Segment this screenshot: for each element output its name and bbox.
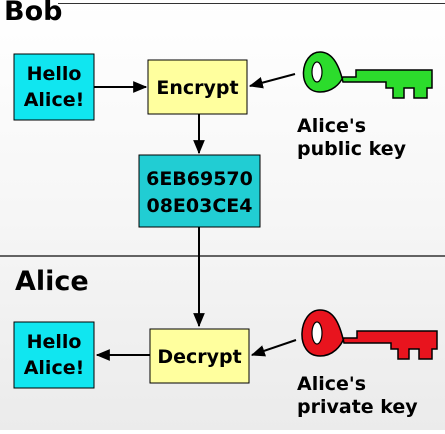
alice-plaintext-line-2: Alice! [24, 357, 85, 379]
private-key-icon [301, 309, 438, 360]
alice-section-title: Alice [15, 266, 89, 297]
public-key-label-line-2: public key [297, 138, 407, 160]
alice-plaintext-line-1: Hello [27, 331, 82, 353]
private-key-label-line-2: private key [297, 396, 418, 418]
public-key-label-line-1: Alice's [297, 115, 367, 137]
arrow-public-key-to-encrypt [248, 73, 296, 89]
public-key-label: Alice's public key [297, 115, 406, 161]
bob-plaintext-line-2: Alice! [24, 89, 85, 111]
bob-section-title: Bob [4, 0, 63, 27]
encrypt-box [147, 59, 248, 115]
alice-plaintext-box [13, 321, 95, 389]
public-key-icon [302, 51, 433, 99]
decrypt-label: Decrypt [157, 346, 241, 368]
private-key-label: Alice's private key [297, 373, 418, 419]
ciphertext-line-1: 6EB69570 [146, 168, 253, 190]
arrow-private-key-to-decrypt [250, 339, 297, 357]
encrypt-label: Encrypt [156, 77, 238, 99]
ciphertext-line-2: 08E03CE4 [146, 195, 252, 217]
bob-plaintext-line-1: Hello [27, 63, 82, 85]
ciphertext-box [138, 154, 261, 228]
private-key-label-line-1: Alice's [297, 373, 367, 395]
bob-plaintext-box [13, 53, 95, 121]
decrypt-box [149, 328, 250, 384]
